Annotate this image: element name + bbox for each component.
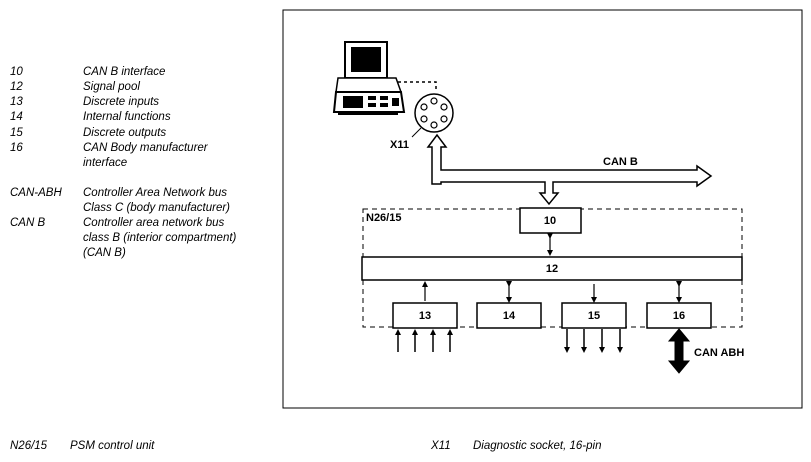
footer-right: X11 Diagnostic socket, 16-pin: [431, 440, 601, 452]
can-abh-bus: [667, 328, 691, 374]
discrete-input-arrows: [395, 329, 453, 352]
legend-code: CAN B: [10, 217, 46, 229]
block-10-label: 10: [544, 215, 556, 227]
can-abh-label: CAN ABH: [694, 347, 744, 359]
footer-left-code: N26/15: [10, 440, 48, 452]
diagnostic-tester-icon: [332, 41, 406, 115]
legend-desc: Class C (body manufacturer): [83, 202, 230, 214]
unit-label: N26/15: [366, 212, 401, 224]
block-14: [476, 302, 542, 329]
can-b-bus: [426, 133, 713, 206]
legend-desc: Signal pool: [83, 81, 140, 93]
block-15: [561, 302, 627, 329]
x11-label: X11: [390, 139, 409, 151]
legend-desc: Internal functions: [83, 111, 171, 123]
legend-desc: (CAN B): [83, 247, 126, 259]
legend-desc: interface: [83, 157, 128, 169]
block-13-label: 13: [419, 310, 431, 322]
legend-desc: Controller area network bus: [83, 217, 225, 229]
block-13: [392, 302, 458, 329]
legend-desc: class B (interior compartment): [83, 232, 237, 244]
legend-desc: Controller Area Network bus: [83, 187, 228, 199]
block-14-label: 14: [503, 310, 516, 322]
footer-right-desc: Diagnostic socket, 16-pin: [473, 440, 602, 452]
legend-desc: CAN Body manufacturer: [83, 142, 208, 154]
legend-code: 15: [10, 127, 23, 139]
diagram-frame: [282, 9, 803, 409]
legend-code: 12: [10, 81, 23, 93]
diagnostic-cable: [398, 81, 437, 92]
block-15-label: 15: [588, 310, 600, 322]
legend-code: 16: [10, 142, 23, 154]
block-16: [646, 302, 712, 329]
legend: 10 CAN B interface 12 Signal pool 13 Dis…: [10, 65, 280, 265]
footer-left-desc: PSM control unit: [70, 440, 155, 452]
legend-code: CAN-ABH: [10, 187, 62, 199]
footer-right-code: X11: [431, 440, 451, 452]
legend-desc: Discrete inputs: [83, 96, 160, 108]
legend-code: 13: [10, 96, 23, 108]
legend-desc: CAN B interface: [83, 66, 166, 78]
x11-socket-icon: [414, 93, 454, 133]
legend-code: 10: [10, 66, 23, 78]
legend-desc: Discrete outputs: [83, 127, 167, 139]
x11-leader: [411, 127, 422, 138]
can-b-label: CAN B: [603, 156, 638, 168]
legend-code: 14: [10, 111, 23, 123]
block-12: [361, 256, 743, 281]
block-16-label: 16: [673, 310, 685, 322]
footer-left: N26/15 PSM control unit: [10, 440, 154, 452]
discrete-output-arrows: [564, 329, 623, 353]
block-12-label: 12: [546, 263, 558, 275]
